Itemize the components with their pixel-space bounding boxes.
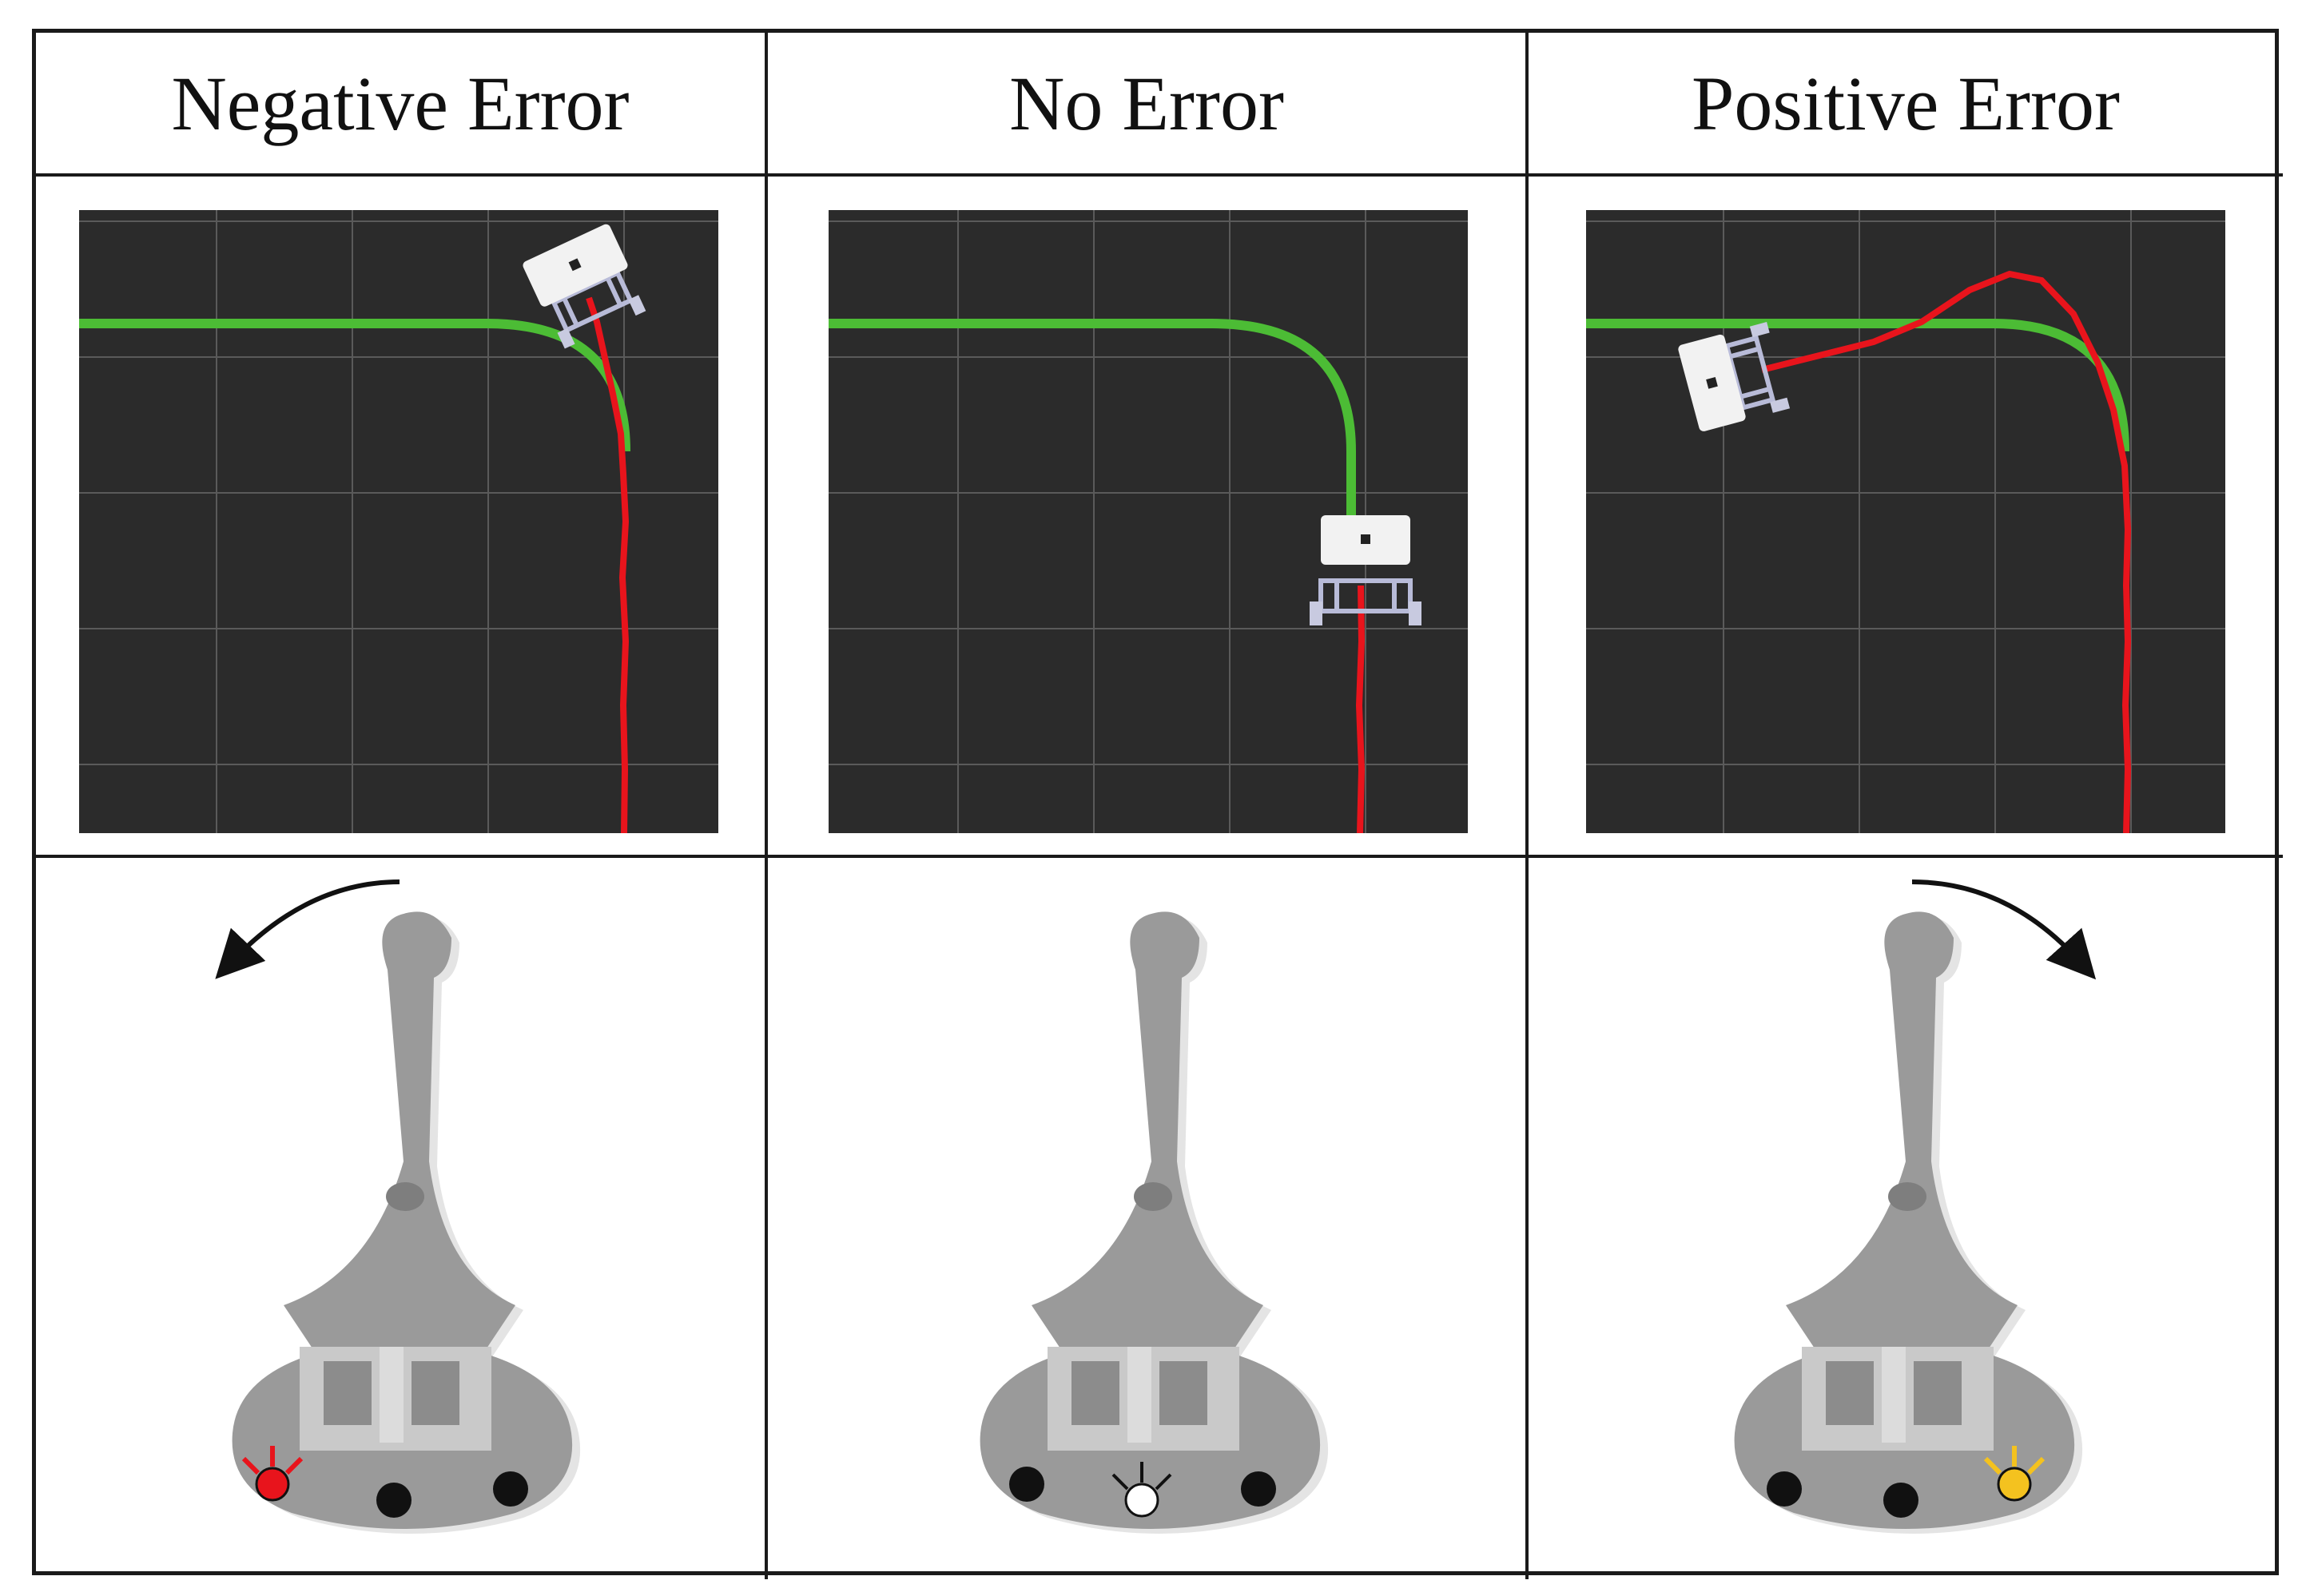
- simulation-view-none: [829, 210, 1468, 833]
- simulation-cell-none: [768, 177, 1529, 858]
- sim-background: [1586, 210, 2225, 833]
- figure-grid: Negative Error No Error Positive Error: [32, 29, 2283, 1579]
- rotation-arrow-ccw: [215, 879, 400, 979]
- header-positive-error: Positive Error: [1529, 33, 2283, 177]
- handheld-controller: [980, 911, 1329, 1534]
- simulation-view-positive: [1586, 210, 2225, 833]
- sim-grid: [79, 210, 718, 833]
- indicator-light-center: [376, 1483, 412, 1518]
- column-title: Negative Error: [171, 60, 630, 146]
- indicator-light-center: [1883, 1483, 1918, 1518]
- reference-path: [829, 319, 1356, 546]
- reference-path: [1586, 319, 2129, 452]
- simulation-view-negative: [79, 210, 718, 833]
- robot-icon: [523, 224, 646, 349]
- indicator-light-right: [1983, 1446, 2046, 1502]
- robot-icon: [1678, 322, 1791, 431]
- sim-grid: [829, 210, 1468, 833]
- handheld-controller: [1734, 911, 2083, 1534]
- robot-icon: [1310, 515, 1421, 625]
- sim-background: [79, 210, 718, 833]
- indicator-light-right: [493, 1471, 528, 1507]
- header-no-error: No Error: [768, 33, 1529, 177]
- indicator-light-center: [1111, 1462, 1172, 1518]
- controller-illustration-none: [980, 911, 1329, 1534]
- robot-trajectory: [586, 296, 630, 833]
- robot-trajectory: [1355, 585, 1366, 833]
- indicator-light-left: [1009, 1467, 1044, 1502]
- indicator-light-left: [241, 1446, 304, 1502]
- controller-cell-positive: [1529, 858, 2283, 1579]
- indicator-lights: [241, 1446, 528, 1518]
- column-title: No Error: [1009, 60, 1284, 146]
- simulation-cell-negative: [36, 177, 768, 858]
- indicator-light-left: [1767, 1471, 1802, 1507]
- indicator-lights: [1767, 1446, 2046, 1518]
- rotation-arrow-cw: [1911, 879, 2097, 980]
- handheld-controller: [232, 911, 581, 1534]
- sim-grid: [1586, 210, 2225, 833]
- column-title: Positive Error: [1692, 60, 2120, 146]
- header-negative-error: Negative Error: [36, 33, 768, 177]
- controller-illustration-negative: [215, 879, 581, 1534]
- indicator-lights: [1009, 1462, 1276, 1518]
- controller-cell-none: [768, 858, 1529, 1579]
- controller-cell-negative: [36, 858, 768, 1579]
- robot-trajectory: [1761, 270, 2132, 833]
- indicator-light-right: [1241, 1471, 1276, 1507]
- reference-path: [79, 319, 630, 452]
- simulation-cell-positive: [1529, 177, 2283, 858]
- controller-illustration-positive: [1734, 879, 2097, 1534]
